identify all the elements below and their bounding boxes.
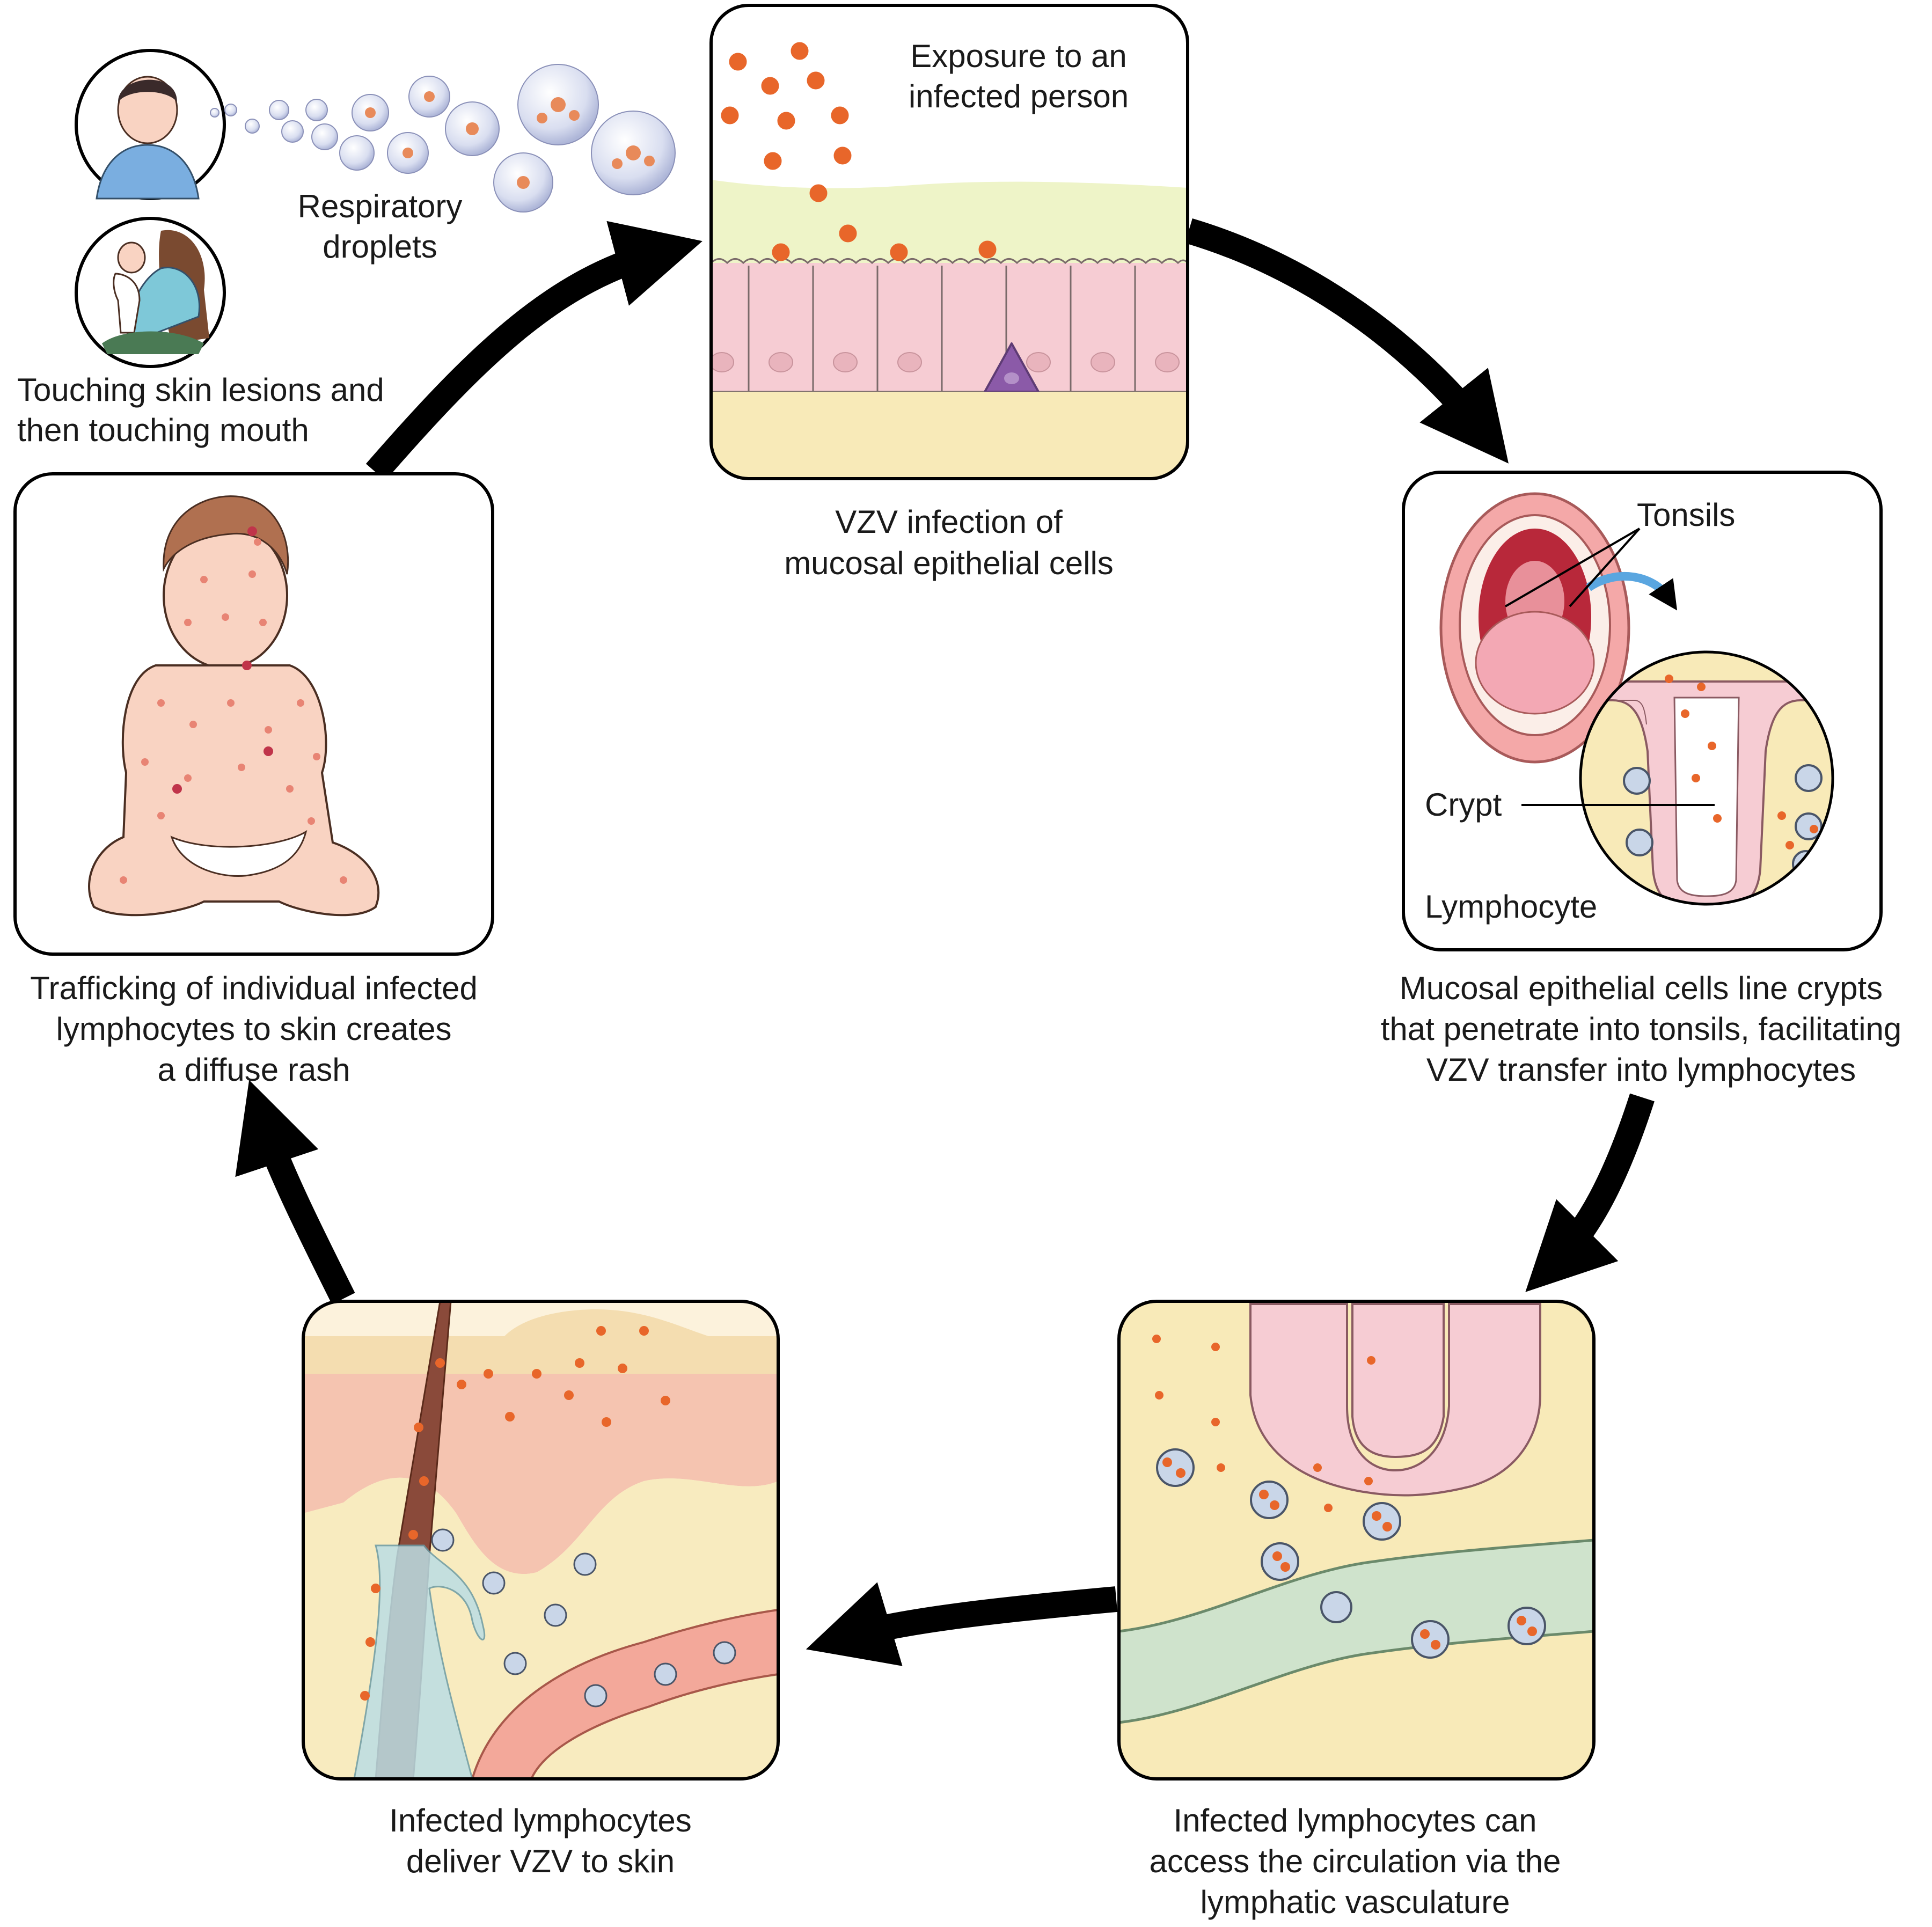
circulation-caption-line-2: access the circulation via the [1149, 1843, 1561, 1879]
droplet-virus-dots [365, 91, 655, 189]
mucosa-caption-line-1: VZV infection of [835, 504, 1063, 540]
rash-panel [13, 472, 494, 956]
arrow-rash-to-mucosa [365, 221, 702, 481]
skin-caption-line-2: deliver VZV to skin [406, 1843, 675, 1879]
arrow-skin-to-rash [235, 1080, 355, 1305]
mucosa-panel [709, 4, 1189, 480]
tonsil-caption-line-2: that penetrate into tonsils, facilitatin… [1381, 1011, 1902, 1047]
skin-caption-line-1: Infected lymphocytes [389, 1803, 692, 1838]
touching-label-line-2: then touching mouth [17, 412, 309, 448]
circulation-panel [1117, 1300, 1596, 1781]
exposure-label-line-1: Exposure to an [910, 38, 1127, 74]
respiratory-droplets-label-line-1: Respiratory [298, 188, 463, 224]
infant-with-rash-illustration [88, 495, 380, 917]
respiratory-droplets-label-line-2: droplets [323, 229, 437, 265]
tonsil-caption-line-1: Mucosal epithelial cells line crypts [1400, 970, 1883, 1006]
tonsil-panel [1402, 471, 1883, 951]
circulation-caption-line-1: Infected lymphocytes can [1173, 1803, 1536, 1838]
arrow-mucosa-to-tonsils [1185, 218, 1509, 464]
lymphocyte [1623, 767, 1651, 795]
virus-particles [721, 42, 997, 261]
stratum-corneum [303, 1309, 778, 1374]
blood-vessel [471, 1608, 778, 1779]
tonsils-label: Tonsils [1637, 497, 1735, 533]
circulation-caption-line-3: lymphatic vasculature [1201, 1884, 1510, 1920]
rash-caption-line-3: a diffuse rash [157, 1052, 350, 1088]
exposure-label-line-2: infected person [909, 78, 1129, 114]
cycle-arrows [235, 218, 1655, 1666]
submucosa-layer [711, 392, 1188, 479]
tonsil-callout-arrow [1586, 572, 1678, 611]
arrow-circulation-to-skin [806, 1582, 1118, 1666]
mucosa-caption-line-2: mucosal epithelial cells [784, 545, 1114, 581]
lymphocyte-label: Lymphocyte [1425, 889, 1597, 925]
coughing-child-icon [75, 49, 226, 200]
diagram-labels: Exposure to an infected person Respirato… [17, 38, 1735, 925]
panel-captions: VZV infection of mucosal epithelial cell… [30, 504, 1901, 1920]
arrow-tonsils-to-circulation [1525, 1093, 1655, 1292]
hair-follicle [353, 1544, 486, 1779]
crypt-label: Crypt [1425, 787, 1502, 823]
tonsil-caption-line-3: VZV transfer into lymphocytes [1426, 1052, 1856, 1088]
skin-panel [302, 1300, 780, 1781]
epithelium-layer [711, 263, 1188, 392]
tonsil-crypt-inset [1579, 650, 1834, 906]
rash-caption-line-1: Trafficking of individual infected [30, 970, 478, 1006]
caregiver-touching-child-icon [75, 217, 226, 368]
open-mouth-illustration [1439, 492, 1630, 764]
rash-caption-line-2: lymphocytes to skin creates [56, 1011, 452, 1047]
touching-label-line-1: Touching skin lesions and [17, 372, 384, 408]
lymphatic-vessel [1119, 1538, 1594, 1724]
tonsil-leader-lines [1504, 527, 1715, 806]
